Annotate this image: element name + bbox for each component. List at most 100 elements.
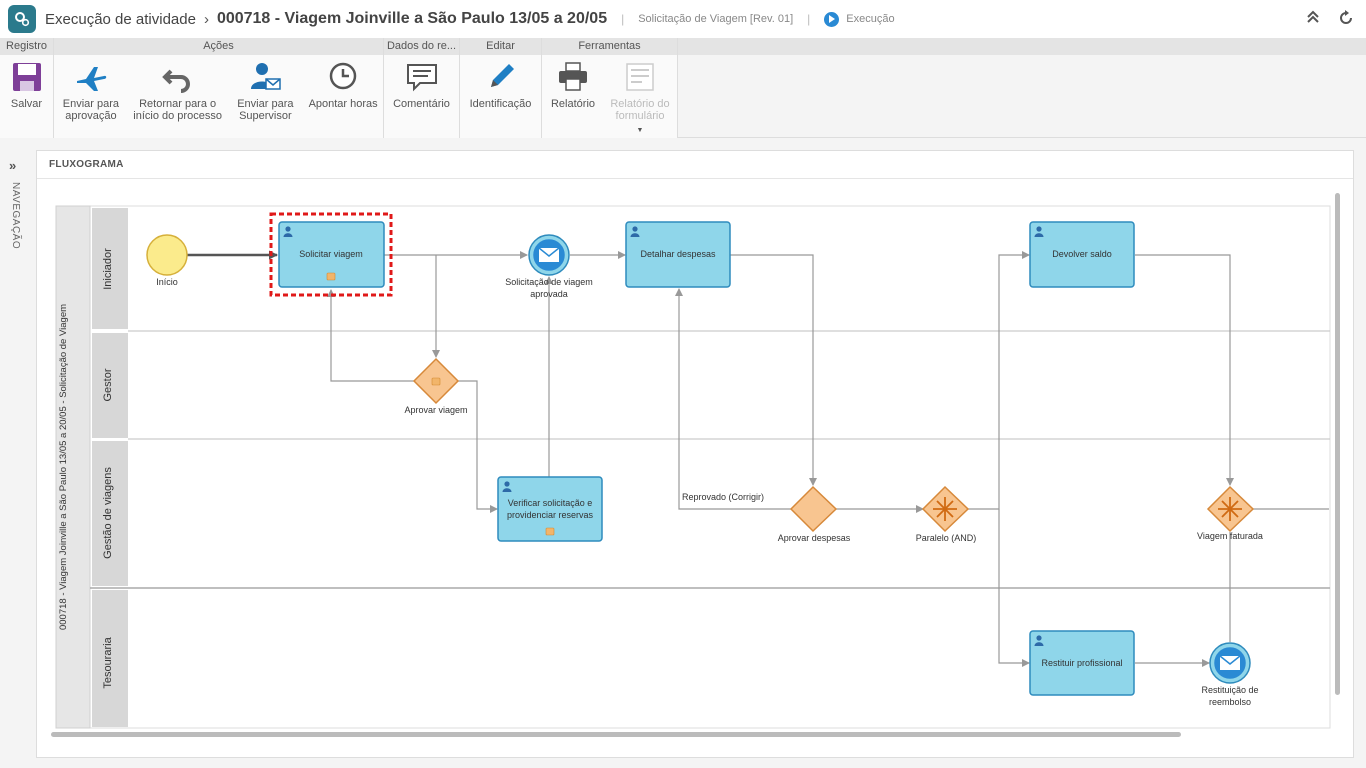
dropdown-arrow-icon[interactable]: ▼ (636, 127, 644, 134)
comment-button[interactable]: Comentário (384, 55, 459, 138)
form-report-icon (626, 63, 654, 91)
user-task-icon (502, 481, 512, 492)
side-navigation[interactable]: » NAVEGAÇÃO (0, 150, 32, 750)
breadcrumb[interactable]: Execução de atividade (45, 10, 196, 28)
ribbon-spacer (678, 38, 1366, 55)
lane-header-tesouraria (92, 590, 128, 727)
lane-header-gestor (92, 333, 128, 438)
status-label: Execução (846, 13, 895, 25)
flow-label-reprovado: Reprovado (Corrigir) (682, 492, 764, 502)
lane-label-gestao: Gestão de viagens (102, 467, 114, 559)
gateway-label: Aprovar viagem (404, 405, 467, 415)
ribbon-group-acoes: Ações Enviar para aprovação Retornar par… (54, 38, 384, 138)
user-task-icon (1034, 635, 1044, 646)
horizontal-scrollbar[interactable] (51, 732, 1181, 737)
process-name: Solicitação de Viagem [Rev. 01] (638, 13, 794, 25)
task-devolver-saldo[interactable]: Devolver saldo (1029, 221, 1135, 288)
comment-label: Comentário (393, 98, 450, 110)
form-icon (431, 377, 441, 386)
ribbon-group-dados: Dados do re... Comentário (384, 38, 460, 138)
navigation-label[interactable]: NAVEGAÇÃO (10, 182, 21, 250)
gateway-aprovar-viagem[interactable]: Aprovar viagem (404, 357, 468, 415)
lane-header-gestao (92, 441, 128, 586)
ribbon-group-label: Registro (0, 38, 53, 55)
save-icon (12, 63, 41, 91)
task-label: Detalhar despesas (640, 249, 716, 259)
send-supervisor-button[interactable]: Enviar para Supervisor (227, 55, 303, 138)
lane-label-iniciador: Iniciador (102, 248, 114, 290)
comment-icon (406, 64, 437, 92)
user-task-icon (630, 226, 640, 237)
task-label-line2: providenciar reservas (507, 510, 594, 520)
form-icon (545, 527, 555, 536)
ribbon-group-label: Dados do re... (384, 38, 459, 55)
return-start-button[interactable]: Retornar para o início do processo (128, 55, 228, 138)
return-start-label: Retornar para o início do processo (133, 98, 222, 122)
ribbon-toolbar: Registro Salvar Ações (0, 38, 1366, 138)
user-send-icon (251, 63, 282, 90)
refresh-icon[interactable] (1338, 10, 1354, 26)
flowchart-panel: FLUXOGRAMA 000718 - Viagem Joinville a S… (36, 150, 1354, 758)
collapse-up-icon[interactable] (1306, 10, 1320, 24)
user-task-icon (1034, 226, 1044, 237)
pencil-icon (490, 64, 514, 87)
airplane-icon (76, 67, 107, 91)
ribbon-group-registro: Registro Salvar (0, 38, 54, 138)
vertical-scrollbar[interactable] (1335, 193, 1340, 695)
lane-label-tesouraria: Tesouraria (102, 636, 114, 688)
envelope-icon (538, 247, 560, 262)
start-event[interactable]: Início (146, 234, 188, 287)
send-approval-button[interactable]: Enviar para aprovação (54, 55, 128, 138)
panel-title: FLUXOGRAMA (37, 151, 1353, 179)
undo-icon (161, 69, 190, 93)
envelope-icon (1219, 655, 1241, 670)
report-label: Relatório (550, 98, 596, 110)
task-detalhar-despesas[interactable]: Detalhar despesas (625, 221, 731, 288)
lane-label-gestor: Gestor (102, 368, 114, 401)
expand-chevron-icon[interactable]: » (9, 158, 17, 173)
start-event-label: Início (156, 277, 178, 287)
form-report-label: Relatório do formulário (610, 98, 670, 122)
log-hours-button[interactable]: Apontar horas (303, 55, 383, 138)
status-badge: Execução (824, 11, 895, 27)
task-label: Restituir profissional (1041, 658, 1122, 668)
divider: | (621, 12, 625, 26)
gears-icon (15, 12, 30, 27)
task-restituir-profissional[interactable]: Restituir profissional (1029, 630, 1135, 696)
task-label: Devolver saldo (1052, 249, 1112, 259)
form-report-button[interactable]: Relatório do formulário ▼ (604, 55, 676, 138)
ribbon-group-label: Ações (54, 38, 383, 55)
gateway-label: Aprovar despesas (778, 533, 851, 543)
task-verificar-solicitacao[interactable]: Verificar solicitação e providenciar res… (497, 476, 603, 542)
ribbon-group-label: Editar (460, 38, 541, 55)
save-button[interactable]: Salvar (0, 55, 53, 138)
event-label-line1: Restituição de (1201, 685, 1258, 695)
task-solicitar-viagem[interactable]: Solicitar viagem (269, 212, 393, 297)
gateway-paralelo[interactable]: Paralelo (AND) (916, 485, 977, 543)
gateway-viagem-faturada[interactable]: Viagem faturada (1197, 485, 1263, 541)
ribbon-group-label: Ferramentas (542, 38, 677, 55)
event-solicitacao-aprovada[interactable]: Solicitação de viagem aprovada (505, 234, 593, 299)
clock-icon (329, 62, 357, 90)
ribbon-group-ferramentas: Ferramentas Relatório Relatório do fo (542, 38, 678, 138)
flowchart-diagram[interactable]: 000718 - Viagem Joinville a São Paulo 13… (37, 151, 1353, 757)
sequence-flows (187, 250, 1329, 667)
page-title: 000718 - Viagem Joinville a São Paulo 13… (216, 10, 608, 27)
parallel-star-icon (1218, 497, 1242, 521)
gateway-label: Viagem faturada (1197, 531, 1263, 541)
gateway-aprovar-despesas[interactable]: Aprovar despesas (778, 485, 851, 543)
log-hours-label: Apontar horas (308, 98, 378, 110)
ribbon-group-editar: Editar Identificação (460, 38, 542, 138)
task-label-line1: Verificar solicitação e (508, 498, 593, 508)
identification-button[interactable]: Identificação (460, 55, 541, 138)
event-label-line2: reembolso (1209, 697, 1251, 707)
title-bar: Execução de atividade › 000718 - Viagem … (0, 0, 1366, 38)
send-supervisor-label: Enviar para Supervisor (237, 98, 294, 122)
play-icon (824, 11, 840, 27)
task-label: Solicitar viagem (299, 249, 363, 259)
divider: | (807, 12, 811, 26)
pool-label: 000718 - Viagem Joinville a São Paulo 13… (58, 304, 69, 630)
event-restituicao-reembolso[interactable]: Restituição de reembolso (1201, 642, 1259, 707)
report-button[interactable]: Relatório (542, 55, 604, 138)
send-approval-label: Enviar para aprovação (62, 98, 120, 122)
